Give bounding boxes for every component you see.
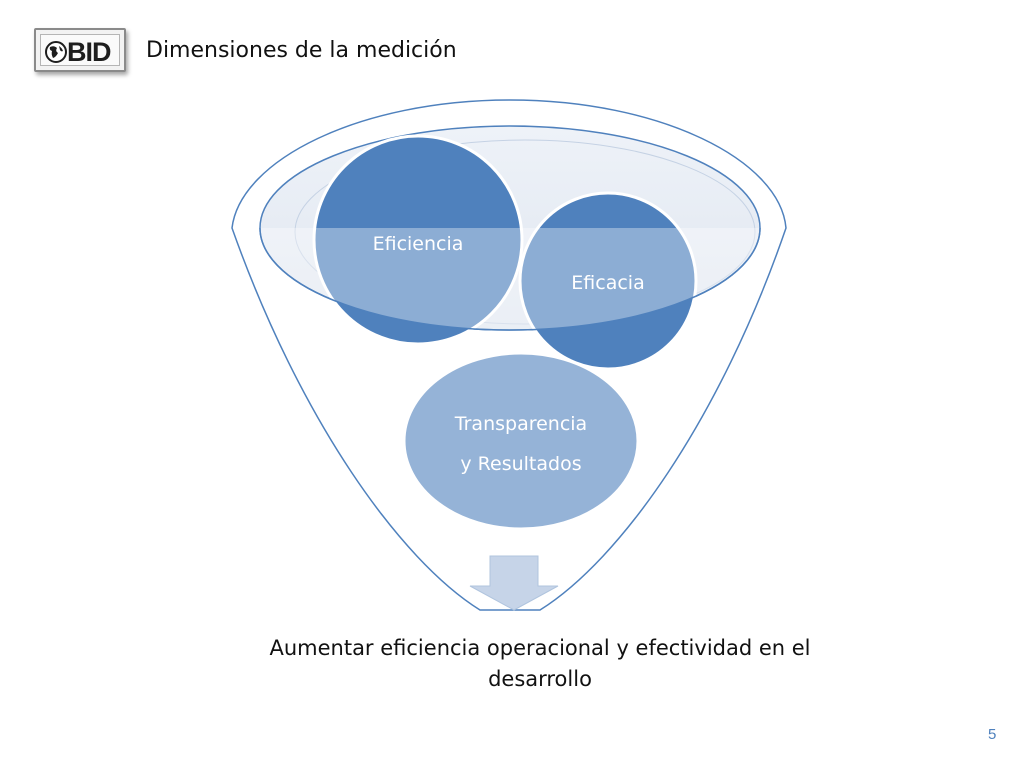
page-number: 5 bbox=[988, 726, 997, 743]
eficiencia-label: Eficiencia bbox=[373, 233, 464, 255]
eficacia-label: Eficacia bbox=[571, 272, 644, 294]
rim-front-overlay bbox=[259, 227, 761, 331]
logo-text: BID bbox=[67, 37, 111, 67]
result-line-2: desarrollo bbox=[488, 667, 592, 691]
result-statement: Aumentar eficiencia operacional y efecti… bbox=[220, 633, 860, 695]
logo-frame: BID bbox=[40, 34, 120, 67]
globe-icon bbox=[45, 41, 67, 63]
circle-transparencia bbox=[402, 351, 640, 531]
transparencia-label-line1: Transparencia bbox=[454, 413, 587, 435]
transparencia-label-line2: y Resultados bbox=[460, 453, 581, 475]
circle-eficiencia bbox=[312, 134, 524, 346]
down-arrow bbox=[469, 555, 559, 611]
bid-logo: BID bbox=[34, 28, 126, 72]
circle-eficacia bbox=[518, 191, 698, 371]
funnel-rim-inner bbox=[294, 139, 756, 325]
slide-title: Dimensiones de la medición bbox=[146, 38, 457, 63]
result-line-1: Aumentar eficiencia operacional y efecti… bbox=[269, 636, 811, 660]
